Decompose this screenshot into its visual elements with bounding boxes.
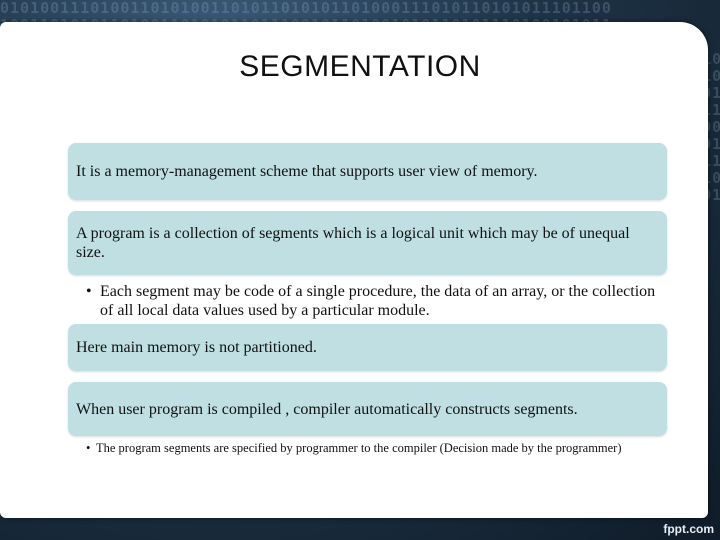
bullet-item-programmer: • The program segments are specified by … (86, 440, 626, 456)
content-box-definition: It is a memory-management scheme that su… (68, 143, 667, 200)
bullet-item-segment: • Each segment may be code of a single p… (86, 282, 666, 320)
content-box-text: A program is a collection of segments wh… (76, 225, 630, 261)
content-box-text: When user program is compiled , compiler… (76, 400, 578, 418)
slide-title: SEGMENTATION (239, 50, 481, 83)
bullet-icon: • (86, 441, 91, 455)
bullet-text: Each segment may be code of a single pro… (100, 283, 656, 319)
content-box-program: A program is a collection of segments wh… (68, 211, 667, 275)
content-box-memory: Here main memory is not partitioned. (68, 324, 667, 371)
content-box-text: Here main memory is not partitioned. (76, 339, 317, 356)
bullet-icon: • (86, 283, 92, 300)
content-box-text: It is a memory-management scheme that su… (76, 163, 538, 180)
content-box-compile: When user program is compiled , compiler… (68, 382, 667, 436)
bullet-text: The program segments are specified by pr… (96, 441, 622, 455)
watermark-logo: fppt.com (663, 522, 714, 536)
